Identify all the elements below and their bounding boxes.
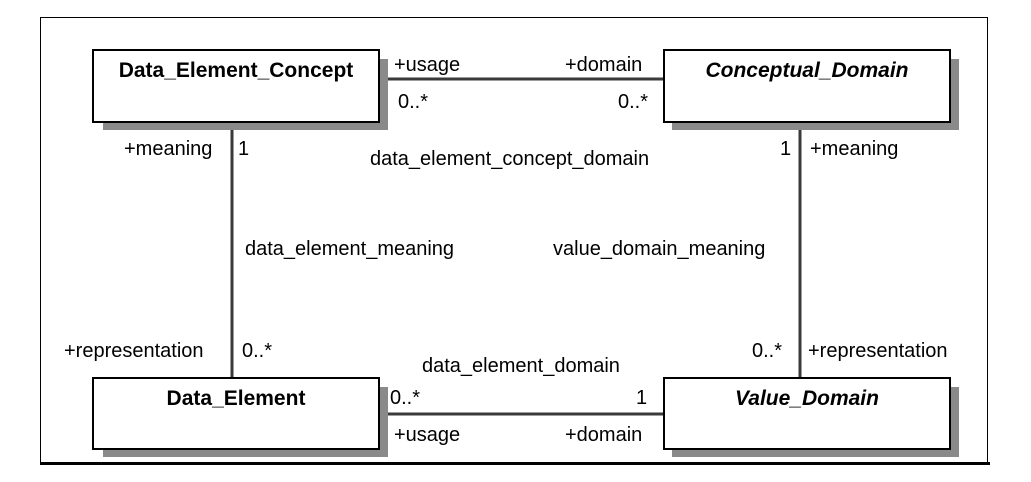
multiplicity-top-right: 0..* [618,91,649,113]
role-representation-right: +representation [808,340,948,362]
association-name-left: data_element_meaning [245,238,455,260]
association-name-top: data_element_concept_domain [370,148,650,170]
multiplicity-left-top: 1 [238,138,250,160]
role-representation-left: +representation [64,340,204,362]
role-meaning-left: +meaning [124,138,213,160]
class-value-domain[interactable]: Value_Domain [663,377,951,450]
class-name: Conceptual_Domain [705,59,909,82]
class-data-element[interactable]: Data_Element [92,377,380,450]
class-name: Data_Element [166,387,306,410]
class-conceptual-domain[interactable]: Conceptual_Domain [663,49,951,123]
role-usage-top: +usage [394,54,461,76]
role-domain-bottom: +domain [565,424,643,446]
role-usage-bottom: +usage [394,424,461,446]
frame-bottom-rule [40,462,990,465]
multiplicity-bottom-right: 1 [636,387,648,409]
association-name-right: value_domain_meaning [553,238,766,260]
role-meaning-right: +meaning [810,138,899,160]
multiplicity-top-left: 0..* [398,91,429,113]
class-data-element-concept[interactable]: Data_Element_Concept [92,49,380,123]
multiplicity-right-top: 1 [780,138,792,160]
class-name: Data_Element_Concept [118,59,354,82]
multiplicity-left-bottom: 0..* [242,340,273,362]
association-name-bottom: data_element_domain [422,355,620,377]
multiplicity-bottom-left: 0..* [390,387,421,409]
multiplicity-right-bottom: 0..* [752,340,783,362]
class-name: Value_Domain [735,387,879,410]
role-domain-top: +domain [565,54,643,76]
